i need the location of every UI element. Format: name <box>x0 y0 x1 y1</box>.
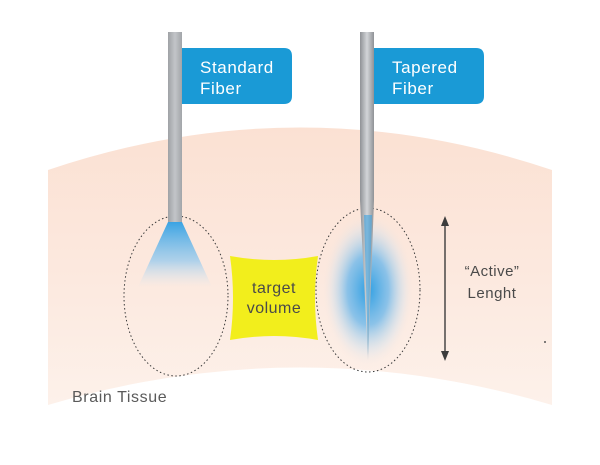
tapered-fiber-label: Tapered Fiber <box>374 48 484 104</box>
tapered-fiber-label-line2: Fiber <box>392 79 434 98</box>
standard-fiber-light-cone <box>138 222 212 287</box>
standard-fiber-shaft <box>168 32 182 222</box>
active-length-label-line1: “Active” <box>465 263 520 280</box>
tapered-fiber-zone-outline <box>315 207 421 373</box>
standard-fiber-label-line1: Standard <box>200 58 274 77</box>
standard-fiber-label-line2: Fiber <box>200 79 242 98</box>
tapered-fiber-tip-light <box>364 215 372 355</box>
stray-dot <box>544 341 546 343</box>
target-volume: target volume <box>230 256 318 340</box>
active-length-arrow <box>441 216 449 361</box>
standard-fiber-label: Standard Fiber <box>182 48 292 104</box>
target-volume-label-line1: target <box>252 280 296 297</box>
tapered-fiber-label-line1: Tapered <box>392 58 458 77</box>
standard-fiber-zone-outline <box>123 215 229 377</box>
brain-tissue-label: Brain Tissue <box>72 389 167 406</box>
tapered-fiber-shaft <box>360 32 374 360</box>
active-length-label-line2: Lenght <box>468 285 517 302</box>
target-volume-label-line2: volume <box>247 300 302 317</box>
